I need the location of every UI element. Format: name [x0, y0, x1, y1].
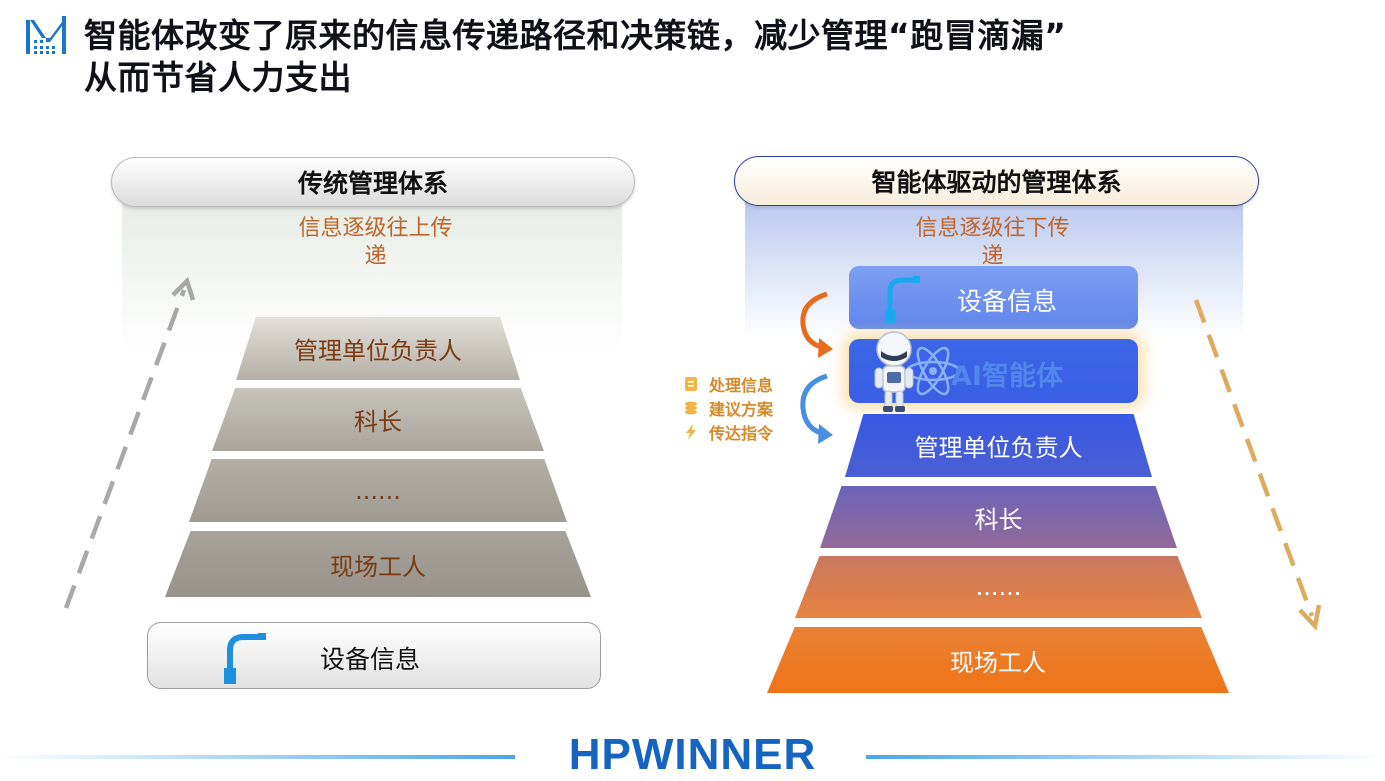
left-level-4-label: 现场工人	[330, 552, 426, 581]
page-title-line1: 智能体改变了原来的信息传递路径和决策链，减少管理“跑冒滴漏”	[84, 16, 1067, 55]
bar-grid-logo-icon	[26, 16, 66, 54]
street-lamp-icon	[224, 633, 266, 684]
left-flow-note-text: 信息逐级往上传 递	[298, 216, 453, 269]
right-level-3-label: ......	[975, 573, 1022, 601]
right-device-label: 设备信息	[957, 287, 1058, 316]
side-item-command: 传达指令	[683, 420, 773, 444]
curved-arrow-orange-icon	[800, 291, 833, 358]
left-level-2-label: 科长	[354, 408, 402, 436]
dashed-down-arrow-icon	[1193, 299, 1322, 631]
side-item-process-label: 处理信息	[709, 376, 774, 395]
footer-brand: HPWINNER	[568, 730, 817, 779]
left-level-1: 管理单位负责人	[236, 317, 520, 380]
right-level-1-label: 管理单位负责人	[914, 434, 1083, 462]
left-level-3-label: ......	[355, 476, 401, 505]
side-item-process: 处理信息	[683, 372, 773, 396]
side-item-command-label: 传达指令	[709, 424, 774, 443]
right-title-text: 智能体驱动的管理体系	[871, 168, 1122, 197]
curved-arrow-blue-icon	[800, 373, 833, 444]
left-level-2: 科长	[212, 388, 544, 451]
left-level-3: ......	[189, 459, 567, 522]
page-title-line2: 从而节省人力支出	[84, 58, 352, 97]
left-device-label: 设备信息	[320, 645, 421, 674]
left-flow-note: 信息逐级往上传 递	[268, 215, 483, 271]
right-flow-note: 信息逐级往下传 递	[885, 215, 1100, 271]
side-items: 处理信息 建议方案 传达指令	[683, 372, 773, 444]
right-level-4: 现场工人	[767, 627, 1229, 693]
right-panel-title: 智能体驱动的管理体系	[734, 156, 1259, 206]
logo	[24, 16, 68, 58]
left-title-text: 传统管理体系	[297, 169, 448, 198]
right-flow-note-text: 信息逐级往下传 递	[915, 216, 1070, 269]
coins-icon	[685, 401, 697, 415]
document-icon	[685, 377, 697, 391]
dashed-up-arrow-icon	[63, 276, 196, 609]
footer-line-right	[866, 755, 1385, 759]
robot-icon	[874, 331, 914, 412]
left-level-4: 现场工人	[165, 531, 591, 597]
right-level-3: ......	[795, 556, 1202, 618]
side-item-suggest: 建议方案	[683, 396, 773, 420]
left-panel-title: 传统管理体系	[111, 157, 635, 207]
right-device-info: 设备信息	[849, 266, 1138, 329]
lightning-icon	[686, 424, 696, 440]
left-level-1-label: 管理单位负责人	[294, 337, 462, 365]
right-level-2: 科长	[820, 486, 1177, 548]
right-level-2-label: 科长	[974, 505, 1023, 534]
right-level-1: 管理单位负责人	[845, 414, 1152, 477]
street-lamp-icon-right	[885, 276, 920, 324]
footer-line-left	[0, 755, 515, 759]
right-level-4-label: 现场工人	[950, 648, 1046, 677]
side-item-suggest-label: 建议方案	[709, 400, 774, 419]
ai-agent-label: AI智能体	[951, 361, 1063, 392]
left-device-info: 设备信息	[147, 622, 601, 689]
